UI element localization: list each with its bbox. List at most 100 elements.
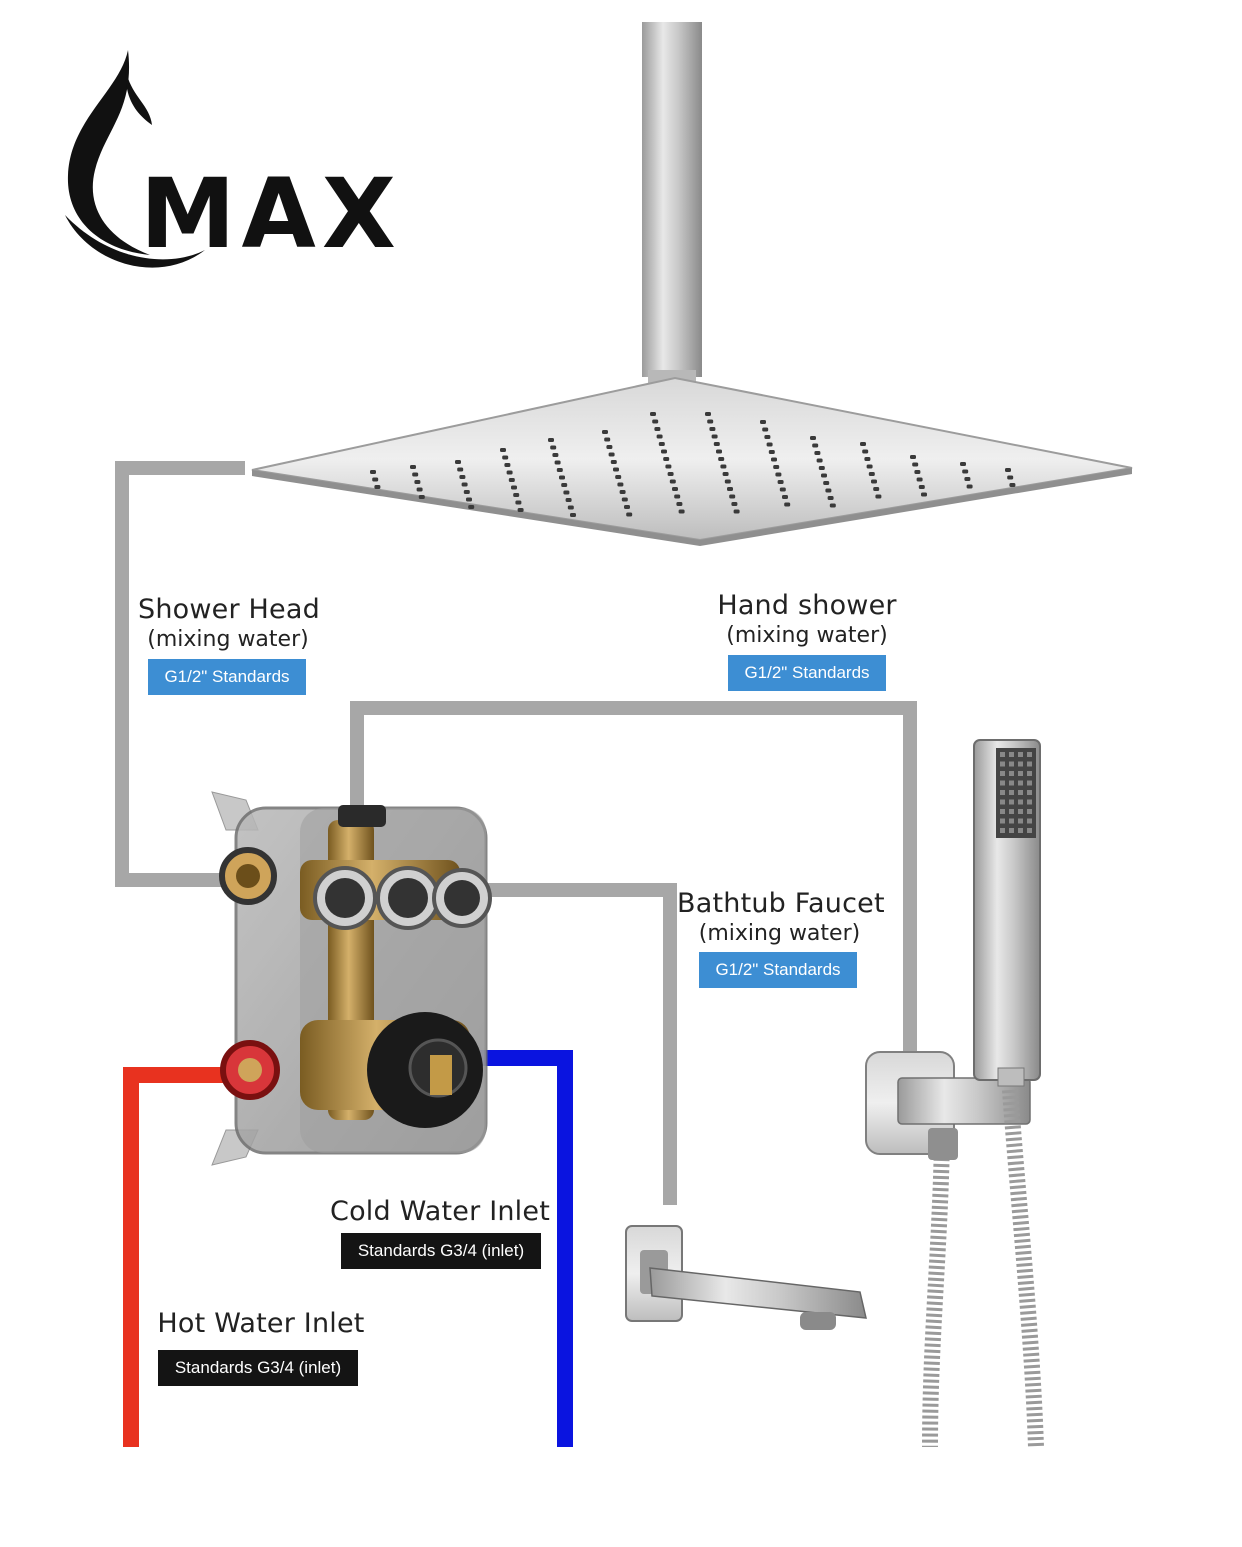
nozzle bbox=[771, 457, 777, 462]
nozzle bbox=[506, 470, 513, 475]
nozzle bbox=[650, 412, 656, 416]
nozzle bbox=[556, 468, 563, 472]
nozzle bbox=[567, 505, 574, 510]
nozzle bbox=[626, 512, 633, 517]
spray-hole bbox=[1027, 752, 1032, 757]
spray-hole bbox=[1018, 761, 1023, 767]
nozzle bbox=[868, 472, 875, 476]
spray-hole bbox=[1027, 771, 1032, 776]
nozzle bbox=[602, 430, 608, 434]
nozzle bbox=[921, 492, 927, 497]
nozzle bbox=[810, 436, 816, 440]
nozzle bbox=[604, 437, 611, 442]
hot-inlet-label: Hot Water Inlet bbox=[150, 1308, 372, 1340]
nozzle bbox=[816, 458, 823, 463]
nozzle bbox=[678, 509, 685, 514]
nozzle-grid bbox=[370, 412, 1016, 517]
spray-hole bbox=[1000, 809, 1005, 814]
shower-head-pipe bbox=[115, 461, 245, 887]
nozzle bbox=[656, 434, 663, 439]
nozzle bbox=[731, 502, 738, 506]
spray-hole bbox=[1000, 828, 1005, 833]
nozzle bbox=[617, 482, 624, 487]
nozzle bbox=[517, 508, 524, 512]
nozzle bbox=[966, 484, 973, 489]
nozzle bbox=[676, 502, 683, 506]
water-drop-icon bbox=[67, 50, 150, 255]
nozzle bbox=[775, 472, 782, 477]
nozzle bbox=[661, 449, 667, 454]
nozzle bbox=[606, 445, 613, 449]
hand-shower bbox=[865, 739, 1044, 1448]
cold-inlet-badge: Standards G3/4 (inlet) bbox=[341, 1233, 541, 1269]
hot-inlet-title: Hot Water Inlet bbox=[157, 1308, 365, 1339]
nozzle bbox=[779, 487, 786, 492]
spray-hole bbox=[1000, 780, 1005, 786]
spray-hole bbox=[1018, 752, 1023, 757]
nozzle bbox=[570, 513, 576, 517]
nozzle bbox=[466, 497, 472, 502]
nozzle bbox=[621, 497, 628, 502]
nozzle bbox=[762, 427, 769, 432]
spray-hole bbox=[1009, 780, 1014, 786]
cold-water-pipe bbox=[480, 1050, 573, 1447]
nozzle bbox=[561, 483, 568, 487]
nozzle bbox=[873, 487, 880, 491]
swoosh-icon bbox=[65, 215, 205, 268]
cold-inlet-label: Cold Water Inlet bbox=[325, 1196, 555, 1228]
nozzle bbox=[374, 485, 381, 489]
spray-hole bbox=[1018, 828, 1023, 833]
tub-spout bbox=[625, 1225, 867, 1330]
nozzle bbox=[866, 464, 873, 469]
nozzle bbox=[515, 500, 522, 505]
nozzle bbox=[829, 503, 836, 508]
brand-wordmark: MAX bbox=[140, 158, 402, 270]
nozzle bbox=[663, 457, 670, 461]
spray-hole bbox=[1027, 828, 1032, 833]
hand-shower-sub: (mixing water) bbox=[726, 623, 888, 648]
nozzle bbox=[500, 448, 506, 452]
spray-face bbox=[1000, 752, 1032, 833]
nozzle bbox=[711, 434, 718, 439]
nozzle bbox=[766, 442, 773, 447]
nozzle bbox=[548, 438, 554, 442]
nozzle bbox=[960, 462, 966, 466]
ceiling-arm bbox=[642, 22, 702, 377]
nozzle bbox=[654, 427, 661, 431]
nozzle bbox=[724, 479, 731, 484]
bathtub-faucet-label: Bathtub Faucet (mixing water) bbox=[677, 888, 885, 948]
nozzle bbox=[1009, 483, 1016, 487]
nozzle bbox=[718, 457, 725, 461]
nozzle bbox=[658, 442, 665, 446]
nozzle bbox=[461, 482, 468, 487]
nozzle bbox=[729, 494, 736, 499]
nozzle bbox=[513, 493, 520, 497]
spray-hole bbox=[1009, 771, 1014, 776]
nozzle bbox=[827, 496, 834, 500]
nozzle bbox=[463, 490, 470, 494]
nozzle bbox=[814, 451, 821, 455]
nozzle bbox=[860, 442, 866, 446]
nozzle bbox=[862, 449, 869, 454]
nozzle bbox=[615, 475, 622, 479]
nozzle bbox=[916, 477, 923, 482]
nozzle bbox=[412, 472, 419, 477]
nozzle bbox=[610, 460, 617, 464]
nozzle bbox=[565, 498, 572, 502]
valve-outlet-knobs bbox=[313, 866, 492, 930]
nozzle bbox=[457, 467, 464, 472]
hand-shower-pipe bbox=[350, 701, 917, 1060]
nozzle bbox=[563, 490, 570, 495]
spray-hole bbox=[1000, 752, 1005, 757]
hand-shower-title: Hand shower bbox=[717, 590, 897, 621]
spray-hole bbox=[1009, 761, 1014, 767]
nozzle bbox=[910, 455, 916, 459]
shower-head-title: Shower Head bbox=[138, 594, 320, 625]
spray-hole bbox=[1009, 818, 1014, 824]
spray-hole bbox=[1009, 790, 1014, 795]
bathtub-faucet-badge: G1/2" Standards bbox=[699, 952, 857, 988]
nozzle bbox=[674, 494, 681, 499]
nozzle bbox=[1005, 468, 1011, 472]
spray-hole bbox=[1027, 780, 1032, 786]
